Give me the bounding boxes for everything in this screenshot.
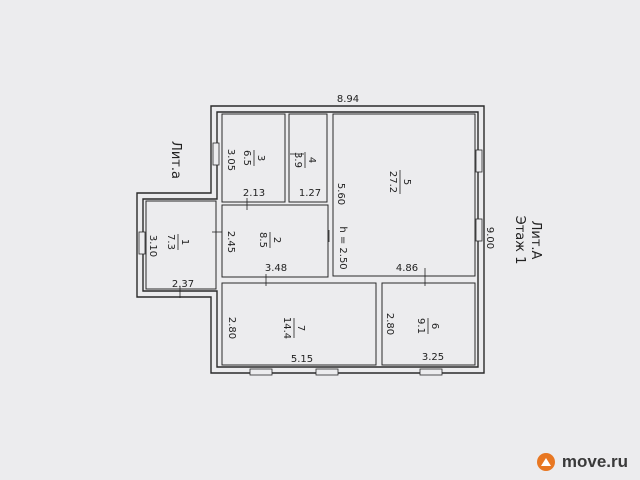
svg-text:9.1: 9.1 bbox=[415, 318, 426, 334]
svg-text:6.5: 6.5 bbox=[241, 150, 252, 166]
move-logo-icon bbox=[536, 453, 555, 471]
dim-213: 2.13 bbox=[243, 188, 265, 199]
window-bottom-3 bbox=[419, 368, 443, 376]
svg-text:1: 1 bbox=[179, 239, 190, 245]
outer-walls bbox=[136, 105, 485, 374]
dim-127: 1.27 bbox=[299, 188, 321, 199]
room-3-label: 3 6.5 bbox=[241, 150, 266, 166]
title-lit-a: Лит.А bbox=[528, 221, 543, 260]
window-right-mid bbox=[475, 218, 483, 242]
door-marks bbox=[179, 153, 426, 298]
dim-237: 2.37 bbox=[172, 279, 194, 290]
svg-text:8.5: 8.5 bbox=[257, 232, 268, 248]
room-4-label: 4 3.9 bbox=[292, 152, 317, 168]
svg-text:7: 7 bbox=[295, 325, 306, 331]
room-2-label: 2 8.5 bbox=[257, 232, 282, 248]
watermark-text: move.ru bbox=[561, 452, 628, 471]
watermark: move.ru bbox=[536, 452, 628, 472]
svg-text:4: 4 bbox=[306, 157, 317, 163]
interior-walls bbox=[145, 113, 476, 366]
dim-280-left: 2.80 bbox=[226, 317, 237, 339]
title-lit-a-small: Лит.а bbox=[168, 141, 183, 179]
dim-top: 8.94 bbox=[337, 94, 359, 105]
dim-348: 3.48 bbox=[265, 263, 287, 274]
svg-text:7.3: 7.3 bbox=[165, 234, 176, 250]
room-1-label: 1 7.3 bbox=[165, 234, 190, 250]
dim-h: h = 2.50 bbox=[337, 226, 348, 269]
dim-310: 3.10 bbox=[147, 235, 158, 257]
dim-325: 3.25 bbox=[422, 352, 444, 363]
dim-245: 2.45 bbox=[225, 231, 236, 253]
window-left-top bbox=[212, 142, 220, 166]
room-6-label: 6 9.1 bbox=[415, 318, 440, 334]
dim-515: 5.15 bbox=[291, 354, 313, 365]
svg-text:5: 5 bbox=[401, 179, 412, 185]
svg-text:27.2: 27.2 bbox=[387, 171, 398, 193]
window-bottom-2 bbox=[315, 368, 339, 376]
dim-right: 9.00 bbox=[484, 227, 495, 249]
svg-text:3: 3 bbox=[255, 155, 266, 161]
window-right-top bbox=[475, 149, 483, 173]
dim-305: 3.05 bbox=[225, 149, 236, 171]
svg-text:2: 2 bbox=[271, 237, 282, 243]
dim-486: 4.86 bbox=[396, 263, 418, 274]
dim-560: 5.60 bbox=[335, 183, 346, 205]
title-floor: Этаж 1 bbox=[512, 216, 527, 265]
room-7-label: 7 14.4 bbox=[281, 317, 306, 339]
window-left-lit-a bbox=[138, 231, 146, 255]
window-bottom-1 bbox=[249, 368, 273, 376]
svg-text:6: 6 bbox=[429, 323, 440, 329]
svg-text:3.9: 3.9 bbox=[292, 152, 303, 168]
room-5-label: 5 27.2 bbox=[387, 170, 412, 194]
dim-280-right: 2.80 bbox=[384, 313, 395, 335]
svg-text:14.4: 14.4 bbox=[281, 317, 292, 339]
windows bbox=[138, 142, 483, 376]
